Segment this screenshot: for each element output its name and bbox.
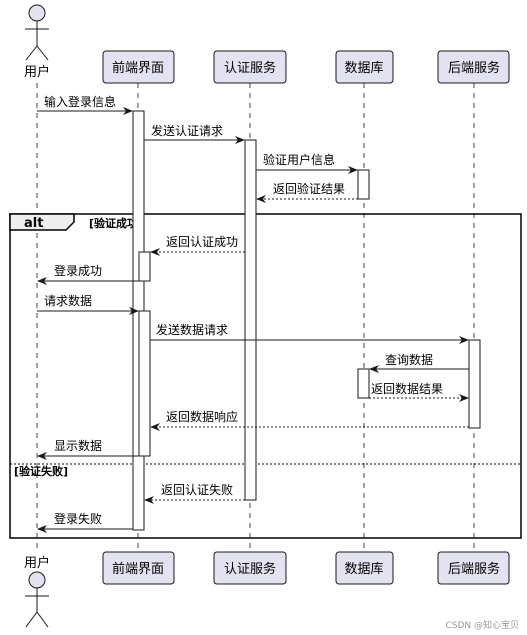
alt-guard: [验证成功]: [89, 216, 143, 230]
stick-figure-icon: [25, 571, 49, 628]
participant-frontend-bottom: 前端界面: [102, 551, 175, 585]
message-label: 发送数据请求: [156, 322, 228, 337]
else-guard: [验证失败]: [14, 464, 68, 478]
watermark: CSDN @知心宝贝: [445, 619, 519, 631]
participant-frontend-name: 前端界面: [112, 60, 164, 76]
participant-backend-name: 后端服务: [448, 561, 500, 577]
participant-database-top: 数据库: [335, 50, 394, 84]
participant-database-name: 数据库: [344, 561, 383, 577]
message-label: 返回数据结果: [371, 381, 443, 396]
message-label: 登录失败: [54, 511, 102, 526]
activation-frontend-3: [138, 310, 151, 457]
message-label: 返回数据响应: [166, 409, 238, 424]
activation-database-2: [357, 368, 370, 399]
message-label: 发送认证请求: [151, 123, 223, 138]
message-label: 返回验证结果: [273, 181, 345, 196]
actor-user-bottom: 用户: [24, 555, 50, 628]
participants-top: 用户 前端界面 认证服务 数据库 后端服务: [24, 4, 510, 84]
alt-operator: alt: [24, 216, 43, 231]
participant-database-name: 数据库: [344, 60, 383, 76]
actor-user-top: 用户: [24, 4, 50, 80]
activation-frontend-2: [138, 251, 151, 282]
message-label: 返回认证成功: [166, 235, 238, 249]
activation-backend-1: [468, 339, 481, 429]
message-label: 登录成功: [54, 263, 102, 278]
participant-backend-name: 后端服务: [448, 60, 500, 76]
message-label: 输入登录信息: [44, 94, 116, 109]
participant-auth-name: 认证服务: [224, 561, 276, 577]
stick-figure-icon: [25, 4, 49, 61]
participant-backend-top: 后端服务: [437, 50, 510, 84]
activation-auth-1: [244, 139, 257, 501]
participants-bottom: 用户 前端界面 认证服务 数据库 后端服务: [24, 551, 510, 628]
participant-backend-bottom: 后端服务: [437, 551, 510, 585]
activation-database-1: [357, 169, 370, 200]
messages: 输入登录信息 发送认证请求 验证用户信息 返回验证结果 返回认证成功 登录成功 …: [37, 94, 469, 533]
activations: [132, 110, 481, 531]
participant-database-bottom: 数据库: [335, 551, 394, 585]
participant-frontend-top: 前端界面: [102, 50, 175, 84]
participant-auth-bottom: 认证服务: [213, 551, 287, 585]
message-label: 请求数据: [44, 293, 92, 308]
actor-user-name: 用户: [24, 555, 50, 571]
message-label: 查询数据: [385, 352, 433, 367]
alt-fragment: alt [验证成功] [验证失败]: [9, 213, 522, 539]
participant-frontend-name: 前端界面: [112, 561, 164, 577]
actor-user-name: 用户: [24, 64, 50, 80]
message-label: 显示数据: [54, 438, 102, 453]
message-label: 返回认证失败: [161, 482, 233, 497]
participant-auth-top: 认证服务: [213, 50, 287, 84]
message-label: 验证用户信息: [263, 152, 335, 167]
participant-auth-name: 认证服务: [224, 60, 276, 76]
